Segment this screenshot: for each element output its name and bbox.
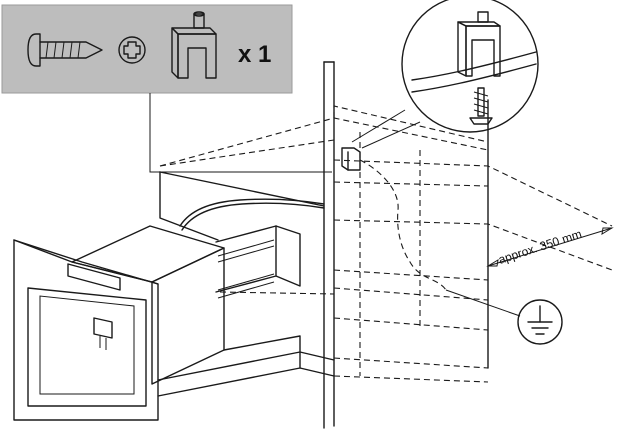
screw-icon <box>27 33 103 67</box>
dimension-label: approx. 350 mm <box>497 227 584 267</box>
phillips-screwdriver-icon <box>118 36 146 64</box>
parts-leader-line <box>149 93 332 173</box>
built-in-appliance <box>13 171 335 421</box>
niche-dashed-outline <box>159 105 613 383</box>
magnifier-circle <box>401 0 539 133</box>
dimension-indicator: approx. 350 mm <box>486 227 614 267</box>
detail-magnifier <box>351 0 539 149</box>
cabinet-side-panel <box>323 61 335 429</box>
ground-symbol-icon <box>445 289 563 345</box>
power-cable-route <box>359 159 447 291</box>
parts-box: x 1 <box>1 4 293 94</box>
quantity-label: x 1 <box>238 41 271 68</box>
mounted-bracket <box>341 147 361 171</box>
bracket-icon <box>171 11 217 79</box>
parts-box-background <box>1 4 293 94</box>
